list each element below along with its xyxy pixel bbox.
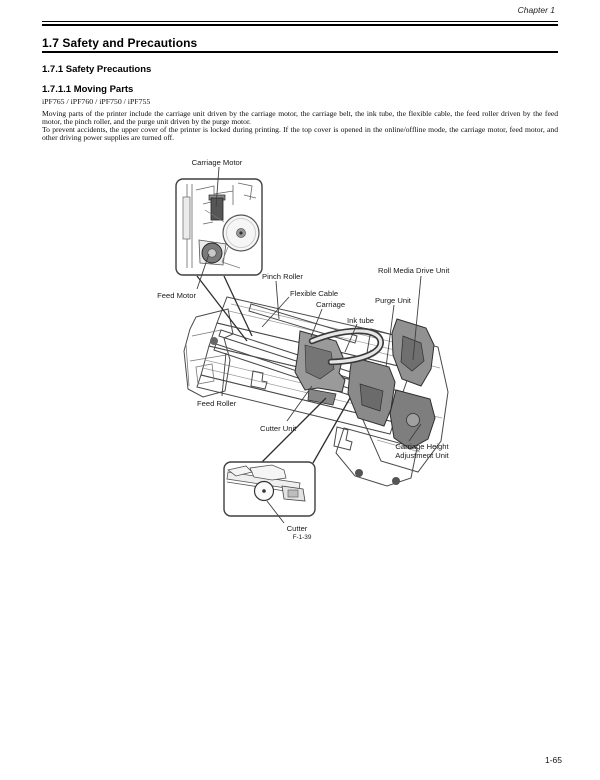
label-carriage-motor: Carriage Motor bbox=[192, 158, 243, 167]
printer-body bbox=[183, 296, 449, 487]
label-carriage-height-2: Adjustment Unit bbox=[395, 451, 449, 460]
label-feed-roller: Feed Roller bbox=[197, 399, 237, 408]
motor-inset-bracket bbox=[182, 196, 191, 240]
left-end-details bbox=[185, 329, 227, 387]
right-foot-wheel-2 bbox=[392, 477, 400, 485]
motor-inset bbox=[175, 178, 263, 342]
carriage-shape bbox=[294, 330, 346, 406]
label-flexible-cable: Flexible Cable bbox=[290, 289, 338, 298]
roll-media-drive-unit-shape bbox=[391, 318, 435, 387]
leader-flexible-cable bbox=[261, 296, 290, 328]
page-number: 1-65 bbox=[544, 755, 562, 765]
leader-purge-unit bbox=[385, 304, 395, 368]
purge-unit-shape bbox=[347, 356, 396, 427]
running-header-chapter: Chapter 1 bbox=[517, 5, 555, 15]
subsection-title: 1.7.1 Safety Precautions bbox=[42, 64, 152, 75]
label-cutter: Cutter bbox=[287, 524, 308, 533]
leader-pinch-roller bbox=[275, 280, 280, 320]
printer-base-strip bbox=[196, 374, 395, 435]
leader-ink-tube bbox=[344, 323, 358, 353]
leader-cutter bbox=[266, 500, 285, 524]
figure-number: F-1-39 bbox=[293, 534, 312, 541]
section-title: 1.7 Safety and Precautions bbox=[42, 36, 198, 50]
motor-inset-wedge bbox=[196, 275, 253, 342]
left-end-assembly bbox=[183, 308, 234, 398]
cutter-inset-wedge bbox=[261, 397, 351, 464]
label-purge-unit: Purge Unit bbox=[375, 296, 412, 305]
pinch-roller-strip bbox=[248, 303, 358, 344]
leader-roll-media-drive-unit bbox=[412, 275, 422, 361]
subsubsection-title: 1.7.1.1 Moving Parts bbox=[42, 84, 134, 95]
body-paragraph-1: Moving parts of the printer include the … bbox=[42, 109, 558, 126]
feed-roller-end bbox=[210, 337, 218, 345]
section-title-rule bbox=[42, 50, 558, 53]
label-cutter-unit: Cutter Unit bbox=[260, 424, 297, 433]
printer-feet bbox=[250, 370, 353, 451]
leader-feed-motor bbox=[196, 253, 210, 290]
header-rule-thin bbox=[42, 21, 558, 22]
leader-cutter-unit bbox=[286, 385, 313, 422]
label-carriage: Carriage bbox=[316, 300, 345, 309]
label-feed-motor: Feed Motor bbox=[157, 291, 196, 300]
leader-feed-roller bbox=[221, 352, 227, 397]
cutter-wheel-hub bbox=[262, 489, 266, 493]
cutter-inset bbox=[223, 397, 351, 517]
model-list: iPF765 / iPF760 / iPF750 / iPF755 bbox=[42, 96, 151, 106]
label-roll-media-drive-unit: Roll Media Drive Unit bbox=[378, 266, 450, 275]
carriage-height-unit-shape bbox=[389, 389, 436, 450]
leader-carriage-motor bbox=[215, 166, 220, 208]
cutter-bracket-inner bbox=[287, 489, 299, 498]
belt-pulley-inner bbox=[226, 218, 256, 248]
printer-figure: Carriage Motor Feed Motor Pinch Roller F… bbox=[157, 158, 450, 541]
body-text: Moving parts of the printer include the … bbox=[42, 110, 558, 142]
label-carriage-height-1: Carriage Height bbox=[395, 442, 449, 451]
leader-carriage bbox=[310, 308, 323, 338]
pulley-axle bbox=[239, 231, 243, 235]
label-ink-tube: Ink tube bbox=[347, 316, 374, 325]
body-paragraph-2: To prevent accidents, the upper cover of… bbox=[42, 124, 558, 142]
label-pinch-roller: Pinch Roller bbox=[262, 272, 303, 281]
ink-tube-shape bbox=[308, 327, 384, 366]
header-rule-thick bbox=[42, 23, 558, 26]
right-foot-wheel-1 bbox=[355, 469, 363, 477]
motor-inset-belt-lines bbox=[204, 209, 241, 269]
carriage-motor-shape bbox=[210, 197, 224, 221]
feed-motor-shaft bbox=[207, 248, 217, 258]
lower-right-body bbox=[335, 427, 418, 487]
leader-carriage-height bbox=[408, 423, 422, 442]
